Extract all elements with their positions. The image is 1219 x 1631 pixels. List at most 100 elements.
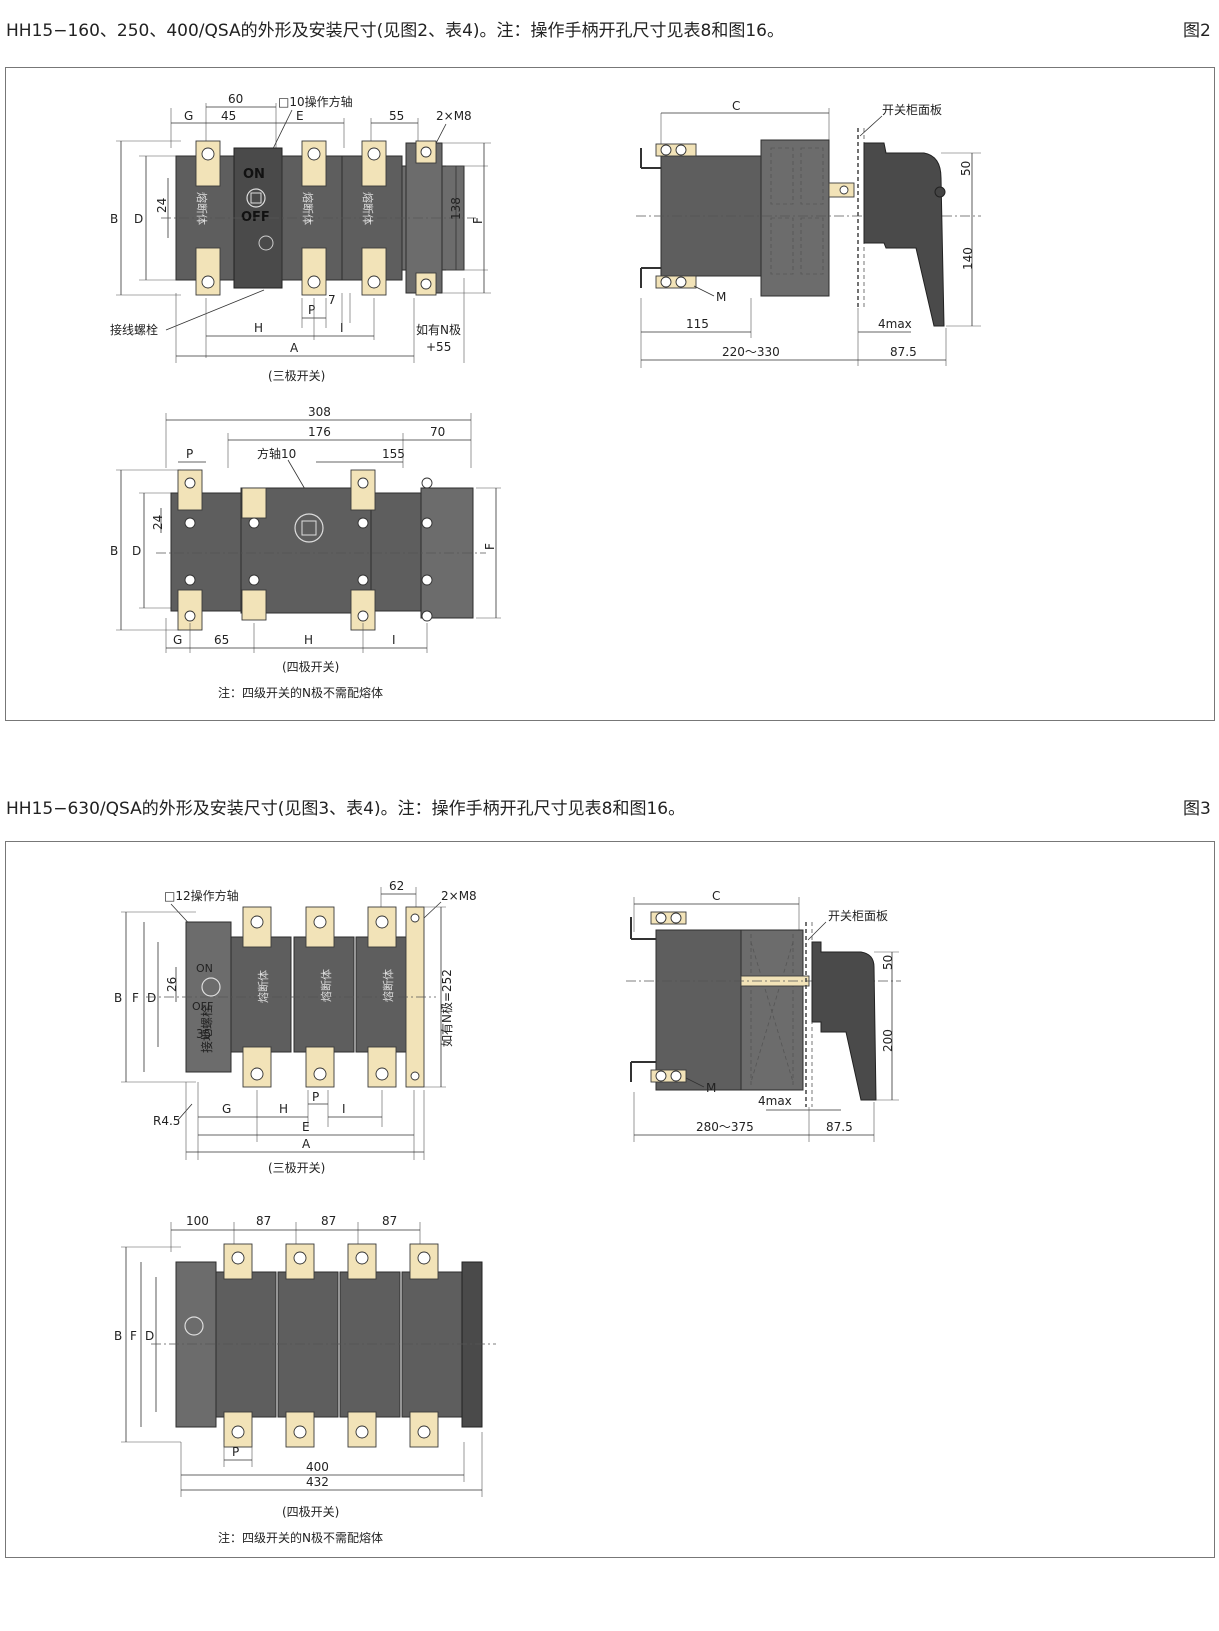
m8-label-3: 2×M8 (441, 889, 477, 903)
shaft4-3-icon (184, 1316, 204, 1336)
dim-62: 62 (389, 879, 404, 893)
dim-p4: P (186, 447, 193, 461)
dim-c: C (732, 99, 740, 113)
dim-200: 200 (881, 1029, 895, 1052)
fig3-drawing: □12操作方轴 62 2×M8 B F D 26 熔断体 熔断体 熔断体 ON … (114, 879, 901, 1545)
fig3-front3: □12操作方轴 62 2×M8 B F D 26 熔断体 熔断体 熔断体 ON … (114, 879, 477, 1175)
fuse3-2: 熔断体 (319, 969, 333, 1002)
shaft12-label: □12操作方轴 (164, 888, 239, 903)
fuse-label-1: 熔断体 (195, 192, 209, 225)
dim-50-3: 50 (881, 955, 895, 970)
pole3-1 (230, 936, 292, 1053)
p4-3 (339, 1271, 401, 1418)
dim-26: 26 (165, 977, 179, 992)
dim-c-3: C (712, 889, 720, 903)
terminal-screw-label: 接线螺栓 (110, 322, 158, 337)
dim-f4: F (483, 543, 497, 550)
fig3-front4: 100 87 87 87 B F D P 400 432 (四极开关) (114, 1214, 496, 1545)
dim-f-4: F (130, 1329, 137, 1343)
terminals-4p (223, 1243, 439, 1448)
dim-range: 220～330 (722, 345, 780, 359)
dim-h4: H (304, 633, 313, 647)
p4-4 (401, 1271, 463, 1418)
dim-55: 55 (389, 109, 404, 123)
off-label: OFF (241, 210, 270, 225)
dim-p-3: P (312, 1090, 319, 1104)
fig3-side: C 开关柜面板 M 50 200 4max 280～375 87.5 (626, 889, 901, 1142)
dim-100: 100 (186, 1214, 209, 1228)
shaft-label: □10操作方轴 (278, 94, 353, 109)
fuse-label-2: 熔断体 (301, 192, 315, 225)
dim-g: G (184, 109, 193, 123)
dim-60: 60 (228, 92, 243, 106)
dim-f: F (471, 217, 485, 224)
dim-i4: I (392, 633, 396, 647)
fig3-frame: □12操作方轴 62 2×M8 B F D 26 熔断体 熔断体 熔断体 ON … (5, 841, 1215, 1558)
dim-b: B (110, 212, 118, 226)
dim-4max-3: 4max (758, 1094, 792, 1108)
dim-d-3: D (147, 991, 156, 1005)
dim-87-a: 87 (256, 1214, 271, 1228)
dim-d4: D (132, 544, 141, 558)
dim-g-3: G (222, 1102, 231, 1116)
dim-e: E (296, 109, 304, 123)
side3-body (655, 929, 742, 1091)
dim-140: 140 (961, 247, 975, 270)
dim-m-3: M (706, 1081, 716, 1095)
fig2-caption: HH15−160、250、400/QSA的外形及安装尺寸(见图2、表4)。注：操… (6, 21, 784, 41)
dim-h: H (254, 321, 263, 335)
on-label: ON (243, 167, 265, 182)
dim-87-c: 87 (382, 1214, 397, 1228)
dim-d-4: D (145, 1329, 154, 1343)
shaft4-icon (294, 513, 324, 543)
dim-87-b: 87 (321, 1214, 336, 1228)
fuse-label-3: 熔断体 (361, 192, 375, 225)
r45-label: R4.5 (153, 1114, 180, 1128)
m8-label: 2×M8 (436, 109, 472, 123)
terminals4 (177, 469, 433, 631)
on-label-3: ON (196, 962, 213, 975)
pole3-2 (293, 936, 355, 1053)
fig2-front3: 60 G 45 E □10操作方轴 55 2×M8 B D 24 (110, 92, 491, 383)
dim-115: 115 (686, 317, 709, 331)
dim-i-3: I (342, 1102, 346, 1116)
fig2-number: 图2 (1183, 21, 1211, 41)
dim-a: A (290, 341, 299, 355)
shaft10-label: 方轴10 (257, 446, 296, 461)
dim-e-3: E (302, 1120, 310, 1134)
dim-g4: G (173, 633, 182, 647)
dim-f-3: F (132, 991, 139, 1005)
p4-1 (215, 1271, 277, 1418)
handle (863, 142, 945, 327)
dim-176: 176 (308, 425, 331, 439)
pole4-3 (370, 492, 422, 612)
fig2-side: C 开关柜面板 M 50 140 115 4max 220～330 87.5 (636, 99, 981, 368)
dim-65: 65 (214, 633, 229, 647)
dim-b-4: B (114, 1329, 122, 1343)
dim-87-5: 87.5 (890, 345, 917, 359)
handle3 (811, 941, 877, 1101)
fig3-note: 注：四级开关的N极不需配熔体 (218, 1530, 383, 1545)
dim-138: 138 (449, 197, 463, 220)
fig2-front4: 308 176 70 P 方轴10 155 B D 24 F (110, 405, 501, 700)
fig2-note: 注：四级开关的N极不需配熔体 (218, 685, 383, 700)
dim-155: 155 (382, 447, 405, 461)
panel-label: 开关柜面板 (882, 103, 942, 117)
dim-p: P (308, 303, 315, 317)
ground-screw-label: 接地螺栓 (199, 1005, 214, 1053)
dim-87-5-3: 87.5 (826, 1120, 853, 1134)
p4-2 (277, 1271, 339, 1418)
dim-50: 50 (959, 161, 973, 176)
dim-400: 400 (306, 1460, 329, 1474)
plus55-label: +55 (426, 340, 451, 354)
dim-45: 45 (221, 109, 236, 123)
dim-m: M (716, 290, 726, 304)
dim-h-3: H (279, 1102, 288, 1116)
p4-end (461, 1261, 483, 1428)
fig3-front3-title: (三极开关) (268, 1161, 325, 1175)
dim-24: 24 (155, 198, 169, 213)
mech4 (175, 1261, 217, 1428)
dim-i: I (340, 321, 344, 335)
side3-fuse (740, 929, 804, 1091)
fig2-frame: 60 G 45 E □10操作方轴 55 2×M8 B D 24 (5, 67, 1215, 721)
